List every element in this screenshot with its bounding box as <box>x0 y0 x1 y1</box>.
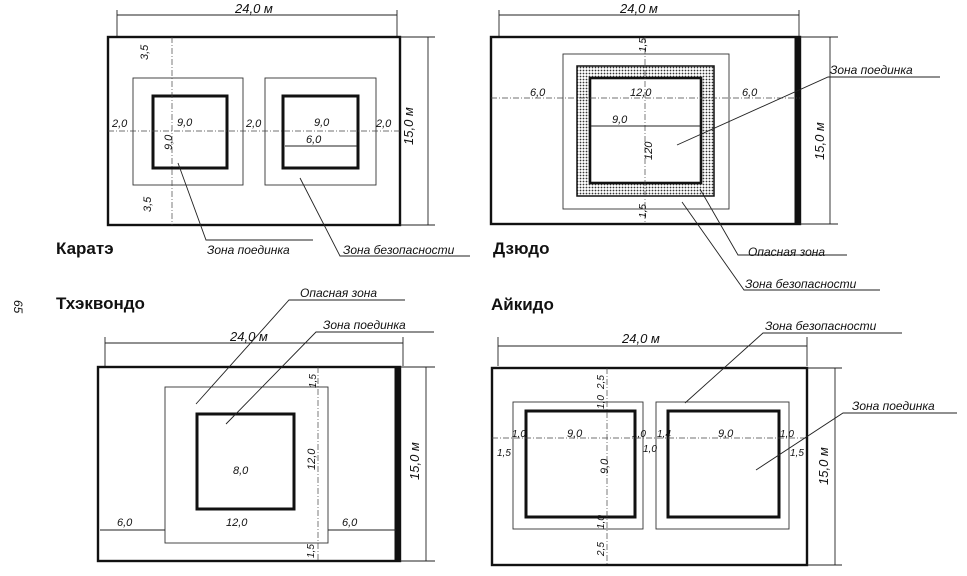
karate-safety-leader <box>299 177 470 257</box>
karate-dim-top: 3,5 <box>139 44 151 60</box>
karate-diagram: 24,0 м 15,0 м 3,5 3,5 2,0 2,0 2,0 9,0 9,… <box>56 1 470 258</box>
judo-safety-leader <box>681 201 880 291</box>
karate-dim-box2-w: 9,0 <box>314 117 330 129</box>
judo-dim-right: 6,0 <box>742 87 758 99</box>
aikido-safety-zone-1 <box>512 401 644 530</box>
karate-dim-bottom: 3,5 <box>142 196 154 212</box>
karate-dim-right: 2,0 <box>375 118 392 130</box>
taekwondo-title: Тхэквондо <box>56 294 145 313</box>
taekwondo-height-label: 15,0 м <box>407 442 422 480</box>
judo-label-safety: Зона безопасности <box>745 277 857 291</box>
judo-safety-zone <box>562 53 730 210</box>
aikido-title: Айкидо <box>491 295 554 314</box>
judo-dim-outer-w: 12,0 <box>630 87 652 99</box>
taekwondo-dim-bottom: 1,5 <box>306 544 317 558</box>
aikido-dim-mid-a: 1,0 <box>632 429 646 440</box>
aikido-dim-box2-w: 9,0 <box>718 428 734 440</box>
karate-title: Каратэ <box>56 239 114 258</box>
taekwondo-fight-leader <box>225 331 434 425</box>
karate-fight-zone-1 <box>151 94 229 170</box>
aikido-safety-zone-2 <box>655 401 790 530</box>
aikido-label-safety: Зона безопасности <box>765 319 877 333</box>
judo-dim-bottom: 1,5 <box>638 204 649 218</box>
aikido-dim-right-b: 1,5 <box>790 448 804 459</box>
aikido-dim-box1-w: 9,0 <box>567 428 583 440</box>
aikido-fight-zone-1 <box>524 409 637 519</box>
karate-width-label: 24,0 м <box>234 1 273 16</box>
judo-height-label: 15,0 м <box>812 122 827 160</box>
taekwondo-dim-top: 1,5 <box>308 374 319 388</box>
karate-safety-zone-2 <box>264 77 377 186</box>
aikido-dim-left-b: 1,5 <box>497 448 511 459</box>
aikido-dim-mid-b: 1,0 <box>643 444 657 455</box>
taekwondo-label-fight: Зона поединка <box>323 318 406 332</box>
judo-fight-zone <box>588 76 703 185</box>
taekwondo-danger-leader <box>195 299 405 405</box>
karate-dim-box1-w: 9,0 <box>177 117 193 129</box>
page-number: 65 <box>11 300 25 314</box>
taekwondo-dim-inner: 8,0 <box>233 465 249 477</box>
taekwondo-dim-left: 6,0 <box>117 517 133 529</box>
taekwondo-outer-area <box>96 365 402 563</box>
aikido-fight-leader <box>755 412 957 471</box>
aikido-safety-leader <box>684 332 902 404</box>
taekwondo-fight-zone <box>195 412 296 511</box>
karate-dim-box2-inner: 6,0 <box>306 134 322 146</box>
aikido-width-label: 24,0 м <box>621 331 660 346</box>
taekwondo-label-danger: Опасная зона <box>300 286 377 300</box>
taekwondo-dim-outer-h: 12,0 <box>306 448 318 470</box>
aikido-dim-bottom: 2,5 <box>596 542 607 557</box>
aikido-dim-bottom2: 1,0 <box>596 515 607 529</box>
aikido-dim-top2: 1,0 <box>596 395 607 409</box>
aikido-fight-zone-2 <box>666 409 781 519</box>
aikido-dim-right-a: 1,0 <box>780 429 794 440</box>
aikido-dim-vertical: 9,0 <box>599 458 611 474</box>
judo-outer-area <box>489 35 802 226</box>
judo-label-fight: Зона поединка <box>830 63 913 77</box>
judo-dim-inner-h: 120 <box>643 141 655 160</box>
judo-width-label: 24,0 м <box>619 1 658 16</box>
aikido-dim-left-a: 1,0 <box>512 429 526 440</box>
taekwondo-width-label: 24,0 м <box>229 329 268 344</box>
karate-fight-zone-2 <box>281 94 360 170</box>
taekwondo-dim-right: 6,0 <box>342 517 358 529</box>
karate-safety-zone-1 <box>132 77 244 186</box>
karate-height-label: 15,0 м <box>401 107 416 145</box>
karate-dim-mid: 2,0 <box>245 118 262 130</box>
judo-dim-top: 1,5 <box>638 38 649 52</box>
judo-danger-leader <box>699 188 847 256</box>
judo-diagram: 24,0 м 15,0 м 1,5 1,5 6,0 6,0 12,0 9,0 1… <box>489 1 940 291</box>
aikido-dim-mid-c: 1,4 <box>657 429 671 440</box>
karate-dim-box1-h: 9,0 <box>163 134 175 150</box>
karate-label-fight: Зона поединка <box>207 243 290 257</box>
taekwondo-dim-outer-w: 12,0 <box>226 517 248 529</box>
karate-fight-leader <box>177 162 313 241</box>
taekwondo-diagram: Тхэквондо 24,0 м 15,0 м 1,5 1,5 6,0 6,0 … <box>56 286 435 563</box>
aikido-height-label: 15,0 м <box>816 447 831 485</box>
aikido-diagram: Айкидо 24,0 м 15,0 м 2,5 1,0 1,0 2,5 1,0… <box>490 295 957 567</box>
karate-label-safety: Зона безопасности <box>343 243 455 257</box>
aikido-outer-area <box>490 366 809 567</box>
judo-title: Дзюдо <box>493 239 549 258</box>
judo-fight-leader <box>676 76 940 146</box>
aikido-label-fight: Зона поединка <box>852 399 935 413</box>
karate-dim-left: 2,0 <box>111 118 128 130</box>
aikido-dim-top: 2,5 <box>596 375 607 390</box>
judo-label-danger: Опасная зона <box>748 245 825 259</box>
taekwondo-safety-zone <box>164 386 329 544</box>
judo-dim-inner-w: 9,0 <box>612 114 628 126</box>
judo-dim-left: 6,0 <box>530 87 546 99</box>
